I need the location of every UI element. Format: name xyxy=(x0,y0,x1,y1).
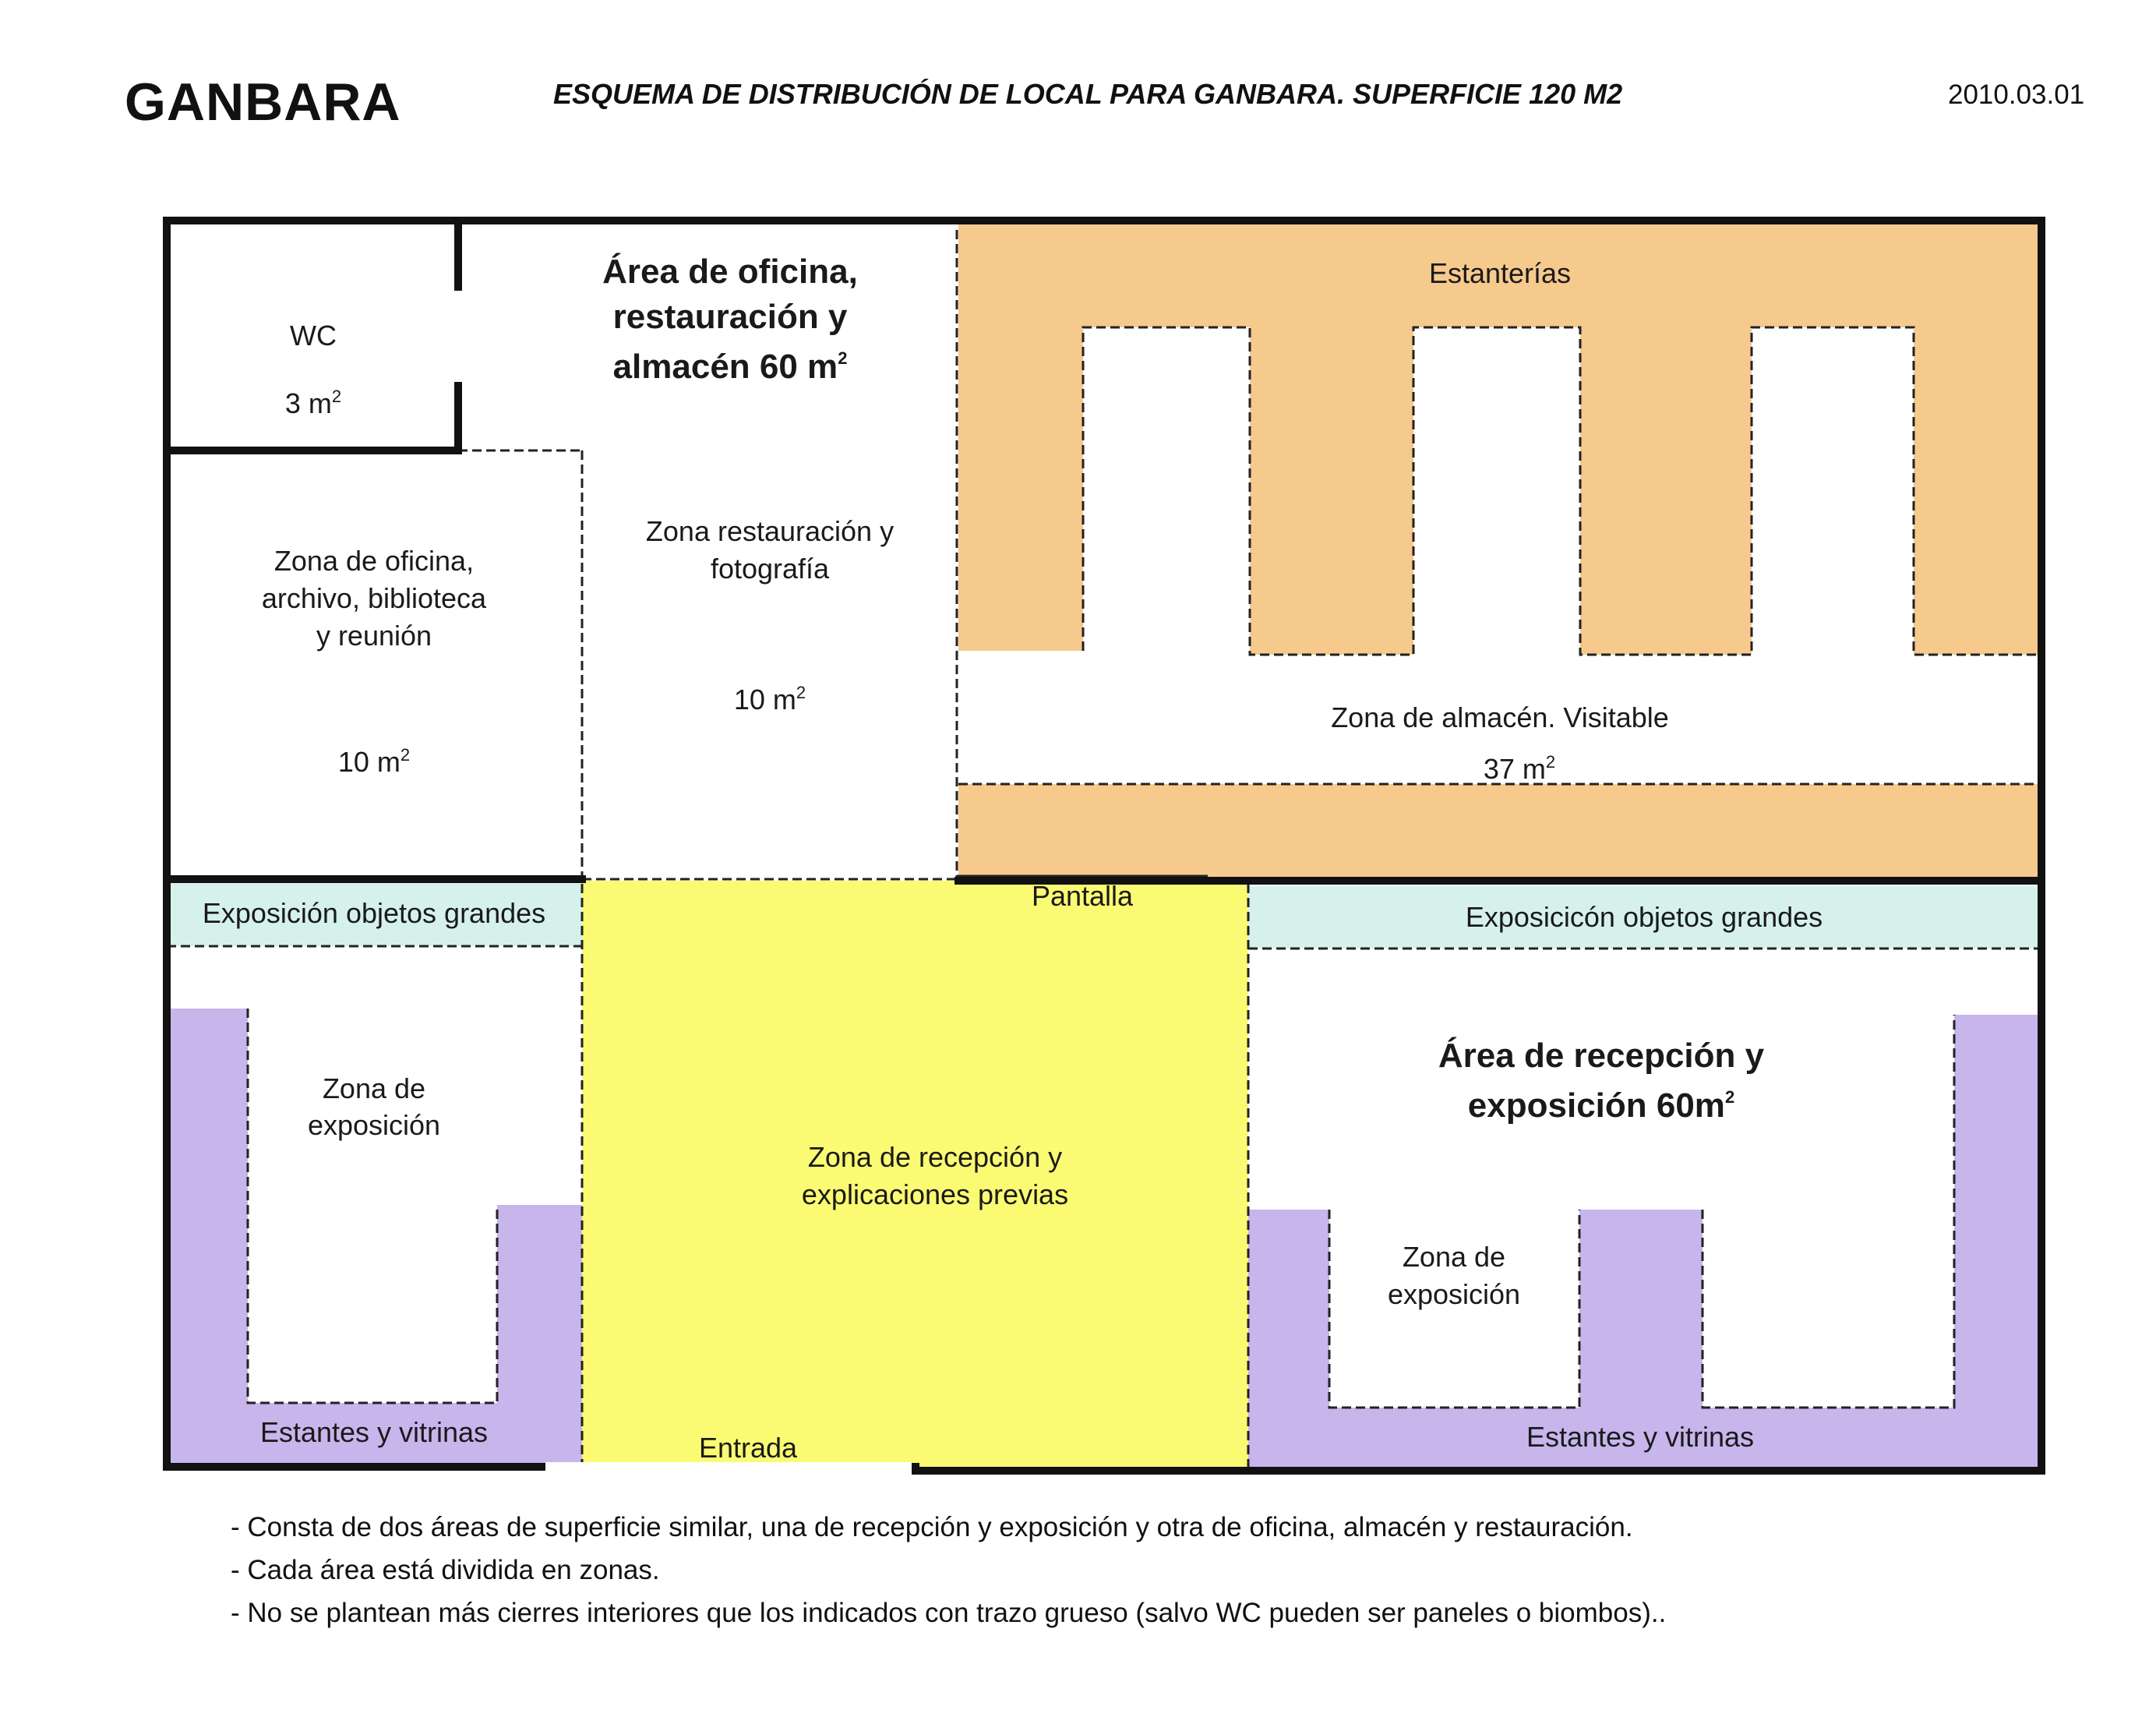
wc-area: 3 m2 xyxy=(285,387,341,419)
office-zone-label: Zona de oficina, xyxy=(274,545,474,577)
shelves-right-label: Estantes y vitrinas xyxy=(1526,1421,1754,1453)
restoration-zone-area: 10 m2 xyxy=(734,683,806,715)
storage-zone-label: Zona de almacén. Visitable xyxy=(1331,701,1669,733)
restoration-zone-label-2: fotografía xyxy=(711,553,830,585)
notes-list: - Consta de dos áreas de superficie simi… xyxy=(231,1506,1666,1634)
outer-wall xyxy=(163,217,2045,1475)
shelves-right-zone xyxy=(1248,1015,2041,1471)
exhibit-left-label-2: exposición xyxy=(308,1109,440,1141)
office-area-title: Área de oficina, xyxy=(602,252,858,291)
exhibit-left-label: Zona de xyxy=(323,1072,425,1104)
office-zone-label-3: y reunión xyxy=(316,620,432,652)
shelves-left-zone xyxy=(167,1009,582,1467)
wc-label: WC xyxy=(290,320,337,352)
reception-zone-label: Zona de recepción y xyxy=(808,1141,1062,1173)
brand-title: GANBARA xyxy=(125,72,401,132)
storage-front-shelving xyxy=(958,784,2041,879)
entrance-label: Entrada xyxy=(699,1432,798,1464)
document-title: ESQUEMA DE DISTRIBUCIÓN DE LOCAL PARA GA… xyxy=(553,78,1623,110)
note-item: - Consta de dos áreas de superficie simi… xyxy=(231,1512,1633,1542)
reception-zone-label-2: explicaciones previas xyxy=(802,1178,1068,1210)
large-objects-right-label: Exposicicón objetos grandes xyxy=(1466,901,1823,933)
restoration-zone-label: Zona restauración y xyxy=(646,515,894,547)
reception-zone xyxy=(582,881,1248,1467)
shelves-left-label: Estantes y vitrinas xyxy=(260,1416,488,1448)
exhibit-right-label-2: exposición xyxy=(1388,1278,1520,1310)
note-item: - No se plantean más cierres interiores … xyxy=(231,1598,1667,1628)
office-zone-area: 10 m2 xyxy=(338,745,410,778)
storage-zone-area: 37 m2 xyxy=(1484,752,1555,785)
large-objects-left-label: Exposición objetos grandes xyxy=(203,897,545,929)
large-objects-right-zone xyxy=(1248,886,2041,949)
reception-area-title: Área de recepción y xyxy=(1438,1036,1765,1075)
note-item: - Cada área está dividida en zonas. xyxy=(231,1555,660,1585)
screen-label: Pantalla xyxy=(1032,880,1134,912)
reception-area-title-2: exposición 60m2 xyxy=(1468,1086,1734,1125)
document-date: 2010.03.01 xyxy=(1948,79,2085,110)
office-area-title-3: almacén 60 m2 xyxy=(613,348,848,386)
exhibit-right-label: Zona de xyxy=(1403,1241,1505,1273)
large-objects-left-zone xyxy=(167,882,582,946)
storage-shelving-zone xyxy=(958,224,2041,655)
shelving-label: Estanterías xyxy=(1429,257,1571,289)
office-zone-label-2: archivo, biblioteca xyxy=(262,582,487,614)
office-area-title-2: restauración y xyxy=(613,298,848,336)
